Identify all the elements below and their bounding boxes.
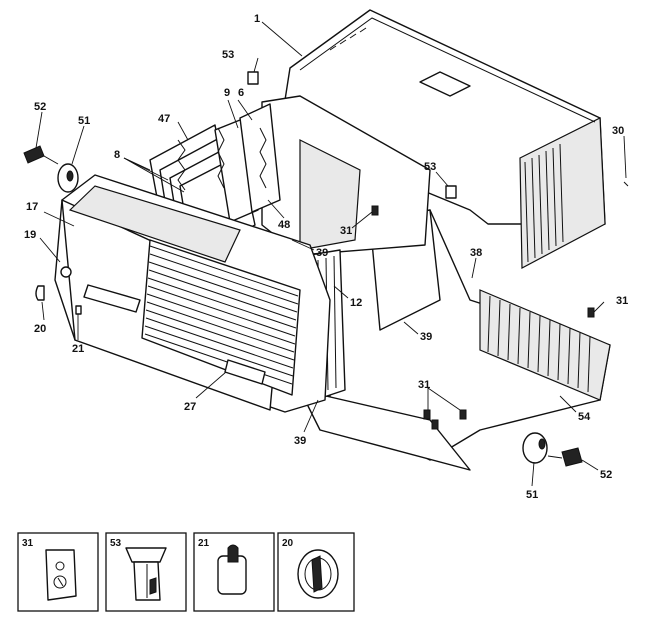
screw-left <box>23 145 59 165</box>
callout-54: 54 <box>578 411 591 423</box>
detail-box-21: 21 <box>193 532 275 612</box>
callout-31: 31 <box>418 379 430 391</box>
callout-19: 19 <box>24 229 36 241</box>
front-grille <box>54 174 331 413</box>
callout-51: 51 <box>78 115 90 127</box>
callout-27: 27 <box>184 401 196 413</box>
callout-17: 17 <box>26 201 38 213</box>
callout-52: 52 <box>34 101 46 113</box>
retaining-clip-icon <box>45 549 77 601</box>
detail-box-31-label: 31 <box>22 538 34 549</box>
callout-31: 31 <box>340 225 352 237</box>
callout-38: 38 <box>470 247 482 259</box>
cabinet-cover <box>284 9 606 269</box>
callout-52: 52 <box>600 469 612 481</box>
callout-30: 30 <box>612 125 624 137</box>
detail-box-53-label: 53 <box>110 538 122 549</box>
callout-39: 39 <box>294 435 306 447</box>
detail-box-20: 20 <box>277 532 355 612</box>
leader-lines <box>35 21 627 487</box>
callout-12: 12 <box>350 297 362 309</box>
callout-39: 39 <box>316 247 328 259</box>
callout-labels: 1 53 9 6 47 8 52 51 30 53 17 19 48 31 39… <box>24 13 628 501</box>
clip-hardware <box>35 71 629 430</box>
callout-8: 8 <box>114 149 120 161</box>
cap-icon <box>217 544 247 595</box>
callout-31: 31 <box>616 295 628 307</box>
callout-6: 6 <box>238 87 244 99</box>
callout-21: 21 <box>72 343 84 355</box>
plug-icon <box>125 547 167 601</box>
detail-box-31: 31 <box>17 532 99 612</box>
callout-48: 48 <box>278 219 290 231</box>
callout-1: 1 <box>254 13 260 25</box>
callout-47: 47 <box>158 113 170 125</box>
callout-9: 9 <box>224 87 230 99</box>
knob-icon <box>297 549 339 599</box>
screw-right <box>547 447 583 467</box>
detail-box-20-label: 20 <box>282 538 294 549</box>
callout-53: 53 <box>222 49 234 61</box>
callout-20: 20 <box>34 323 46 335</box>
callout-39: 39 <box>420 331 432 343</box>
callout-51: 51 <box>526 489 538 501</box>
knob-left <box>57 163 79 193</box>
callout-53: 53 <box>424 161 436 173</box>
detail-box-21-label: 21 <box>198 538 210 549</box>
detail-box-53: 53 <box>105 532 187 612</box>
knob-right <box>522 432 548 464</box>
